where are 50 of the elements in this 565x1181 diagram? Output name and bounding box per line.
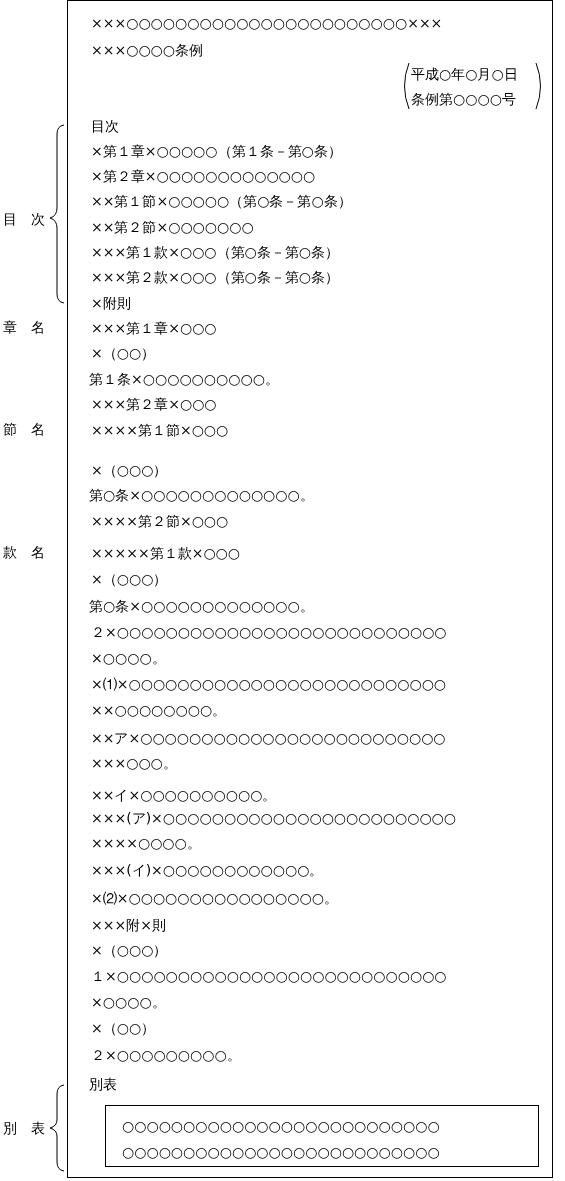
ordinance-line: ××第１節×○○○○○（第○条－第○条）: [91, 192, 352, 210]
ordinance-line: ××ア×○○○○○○○○○○○○○○○○○○○○○○○○○: [91, 729, 446, 747]
ordinance-line: ２×○○○○○○○○○。: [91, 1046, 241, 1064]
ordinance-line: ×××(ア)×○○○○○○○○○○○○○○○○○○○○○○○○: [91, 809, 457, 827]
ordinance-line: ×××○○○。: [91, 754, 177, 772]
ordinance-line: 目次: [91, 117, 119, 135]
ordinance-line: ××××第２節×○○○: [91, 512, 229, 530]
ordinance-line: ２×○○○○○○○○○○○○○○○○○○○○○○○○○○○: [91, 623, 447, 641]
ordinance-line: 平成○年○月○日: [411, 65, 518, 83]
ordinance-line: ××××○○○○。: [91, 834, 201, 852]
ordinance-line: ×第２章×○○○○○○○○○○○○○: [91, 167, 316, 185]
table-frame: [105, 1105, 539, 1167]
side-label: 別 表: [3, 1119, 45, 1137]
document-frame: [67, 0, 553, 1178]
ordinance-line: ×⑴×○○○○○○○○○○○○○○○○○○○○○○○○○○: [91, 675, 447, 693]
side-label: 款 名: [3, 543, 45, 561]
ordinance-line: １×○○○○○○○○○○○○○○○○○○○○○○○○○○○: [91, 967, 447, 985]
ordinance-line: ×（○○○）: [91, 570, 168, 588]
ordinance-line: ×（○○）: [91, 1019, 156, 1037]
ordinance-line: ×××××第１款×○○○: [91, 544, 241, 562]
ordinance-line: ×⑵×○○○○○○○○○○○○○○○○。: [91, 889, 338, 907]
ordinance-line: ×××(イ)×○○○○○○○○○○○○。: [91, 861, 324, 879]
ordinance-line: ×××第１章×○○○: [91, 319, 217, 337]
side-label: 目 次: [3, 210, 45, 228]
ordinance-line: 第○条×○○○○○○○○○○○○○。: [89, 597, 314, 615]
ordinance-line: ×（○○○）: [91, 461, 168, 479]
side-label: 節 名: [3, 420, 45, 438]
ordinance-line: 条例第○○○○号: [411, 90, 516, 108]
ordinance-line: ×××第２款×○○○（第○条－第○条）: [91, 268, 339, 286]
ordinance-line: ×××第２章×○○○: [91, 395, 217, 413]
ordinance-line: ×第１章×○○○○○（第１条－第○条）: [91, 142, 342, 160]
ordinance-line: ××××第１節×○○○: [91, 421, 229, 439]
ordinance-line: ×××第１款×○○○（第○条－第○条）: [91, 243, 339, 261]
ordinance-line: 第○条×○○○○○○○○○○○○○。: [89, 486, 314, 504]
table-row-text: ○○○○○○○○○○○○○○○○○○○○○○○○○○: [122, 1143, 440, 1161]
ordinance-line: ×××○○○○条例: [91, 41, 204, 59]
ordinance-line: ××第２節×○○○○○○○: [91, 218, 254, 236]
ordinance-line: ×（○○）: [91, 344, 156, 362]
ordinance-line: ×××○○○○○○○○○○○○○○○○○○○○○○○×××: [91, 14, 443, 32]
ordinance-line: ×附則: [91, 294, 131, 312]
ordinance-line: 第１条×○○○○○○○○○○。: [89, 370, 279, 388]
ordinance-line: ×○○○○。: [91, 649, 166, 667]
side-label: 章 名: [3, 318, 45, 336]
ordinance-line: ××イ×○○○○○○○○○○。: [91, 786, 277, 804]
ordinance-line: ×○○○○。: [91, 993, 166, 1011]
table-row-text: ○○○○○○○○○○○○○○○○○○○○○○○○○○: [122, 1117, 440, 1135]
ordinance-line: ××○○○○○○○○。: [91, 701, 227, 719]
ordinance-line: ×（○○○）: [91, 941, 168, 959]
ordinance-line: ×××附×則: [91, 916, 166, 934]
ordinance-line: 別表: [89, 1075, 117, 1093]
